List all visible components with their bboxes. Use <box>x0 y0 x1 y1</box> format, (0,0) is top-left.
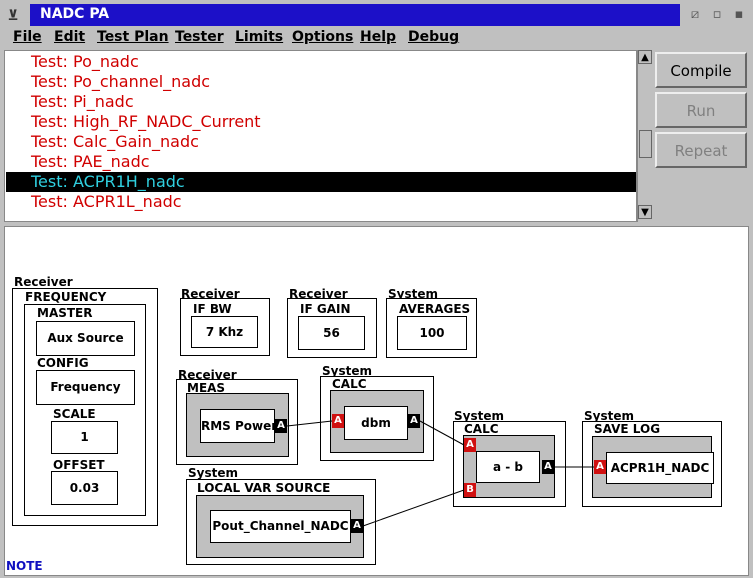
test-list-item[interactable]: Test: Calc_Gain_nadc <box>31 132 199 151</box>
menu-options[interactable]: Options <box>292 29 354 45</box>
calc2-title: CALC <box>464 422 499 436</box>
wire-lvs-calc2 <box>362 489 465 527</box>
offset-label: OFFSET <box>53 458 105 472</box>
menu-tester[interactable]: Tester <box>175 29 224 45</box>
scale-field[interactable]: 1 <box>51 421 118 454</box>
note-label: NOTE <box>6 559 43 573</box>
savelog-in-port[interactable]: A <box>594 460 606 474</box>
system-menu-icon[interactable]: ⊻ <box>4 6 22 24</box>
calc1-out-port[interactable]: A <box>408 414 420 428</box>
test-list-item[interactable]: Test: High_RF_NADC_Current <box>31 112 261 131</box>
calc2-out-port[interactable]: A <box>542 460 554 474</box>
minimize-icon[interactable]: ▪ <box>734 7 744 22</box>
ifbw-category: Receiver <box>181 287 240 301</box>
freq-title: FREQUENCY <box>25 290 107 304</box>
lvs-field[interactable]: Pout_Channel_NADC <box>210 510 351 543</box>
test-list-item[interactable]: Test: Po_channel_nadc <box>31 72 211 91</box>
savelog-field[interactable]: ACPR1H_NADC <box>606 452 714 484</box>
menu-limits[interactable]: Limits <box>235 29 284 45</box>
wire-calc1-calc2 <box>419 420 465 446</box>
test-list-item[interactable]: Test: Pi_nadc <box>31 92 134 111</box>
scroll-thumb[interactable] <box>639 130 652 158</box>
meas-category: Receiver <box>178 368 237 382</box>
title-fill <box>30 4 680 26</box>
config-field[interactable]: Frequency <box>36 370 135 405</box>
menu-debug[interactable]: Debug <box>408 29 460 45</box>
ifgain-field[interactable]: 56 <box>298 316 365 350</box>
lvs-category: System <box>188 466 238 480</box>
avg-category: System <box>388 287 438 301</box>
lvs-title: LOCAL VAR SOURCE <box>197 481 331 495</box>
close-icon[interactable]: ⧄ <box>690 7 700 22</box>
ifgain-title: IF GAIN <box>300 302 351 316</box>
master-label: MASTER <box>37 306 93 320</box>
test-list-item[interactable]: Test: ACPR1H_nadc <box>6 172 636 192</box>
savelog-category: System <box>584 409 634 423</box>
maximize-icon[interactable]: ▫ <box>712 7 722 22</box>
avg-field[interactable]: 100 <box>397 316 467 350</box>
test-list-item[interactable]: Test: ACPR1L_nadc <box>31 192 182 211</box>
ifbw-title: IF BW <box>193 302 232 316</box>
meas-field[interactable]: RMS Power <box>200 409 277 443</box>
run-button[interactable]: Run <box>655 92 747 128</box>
avg-title: AVERAGES <box>399 302 471 316</box>
calc2-field[interactable]: a - b <box>476 451 540 483</box>
calc1-category: System <box>322 364 372 378</box>
wire-meas-calc1 <box>286 420 333 427</box>
freq-category: Receiver <box>14 275 73 289</box>
scroll-down-icon[interactable]: ▼ <box>638 205 652 219</box>
menu-help[interactable]: Help <box>360 29 397 45</box>
compile-button[interactable]: Compile <box>655 52 747 88</box>
scroll-up-icon[interactable]: ▲ <box>638 50 652 64</box>
lvs-out-port[interactable]: A <box>351 519 363 533</box>
calc1-title: CALC <box>332 377 367 391</box>
master-field[interactable]: Aux Source <box>36 321 135 356</box>
calc1-field[interactable]: dbm <box>344 406 408 440</box>
calc2-in-b-port[interactable]: B <box>464 483 476 497</box>
offset-field[interactable]: 0.03 <box>51 471 118 505</box>
calc2-category: System <box>454 409 504 423</box>
ifbw-field[interactable]: 7 Khz <box>191 316 258 348</box>
meas-title: MEAS <box>187 381 226 395</box>
test-list[interactable] <box>4 50 637 222</box>
config-label: CONFIG <box>37 356 89 370</box>
menu-test-plan[interactable]: Test Plan <box>97 29 169 45</box>
test-list-item[interactable]: Test: Po_nadc <box>31 52 139 71</box>
meas-out-port[interactable]: A <box>275 419 287 433</box>
repeat-button[interactable]: Repeat <box>655 132 747 168</box>
menu-edit[interactable]: Edit <box>54 29 86 45</box>
savelog-title: SAVE LOG <box>594 422 661 436</box>
list-scrollbar[interactable]: ▲ ▼ <box>637 50 653 222</box>
calc2-in-a-port[interactable]: A <box>464 438 476 452</box>
menu-file[interactable]: File <box>13 29 42 45</box>
test-list-item[interactable]: Test: PAE_nadc <box>31 152 150 171</box>
scale-label: SCALE <box>53 407 96 421</box>
calc1-in-port[interactable]: A <box>332 414 344 428</box>
ifgain-category: Receiver <box>289 287 348 301</box>
window-title: NADC PA <box>40 6 110 22</box>
